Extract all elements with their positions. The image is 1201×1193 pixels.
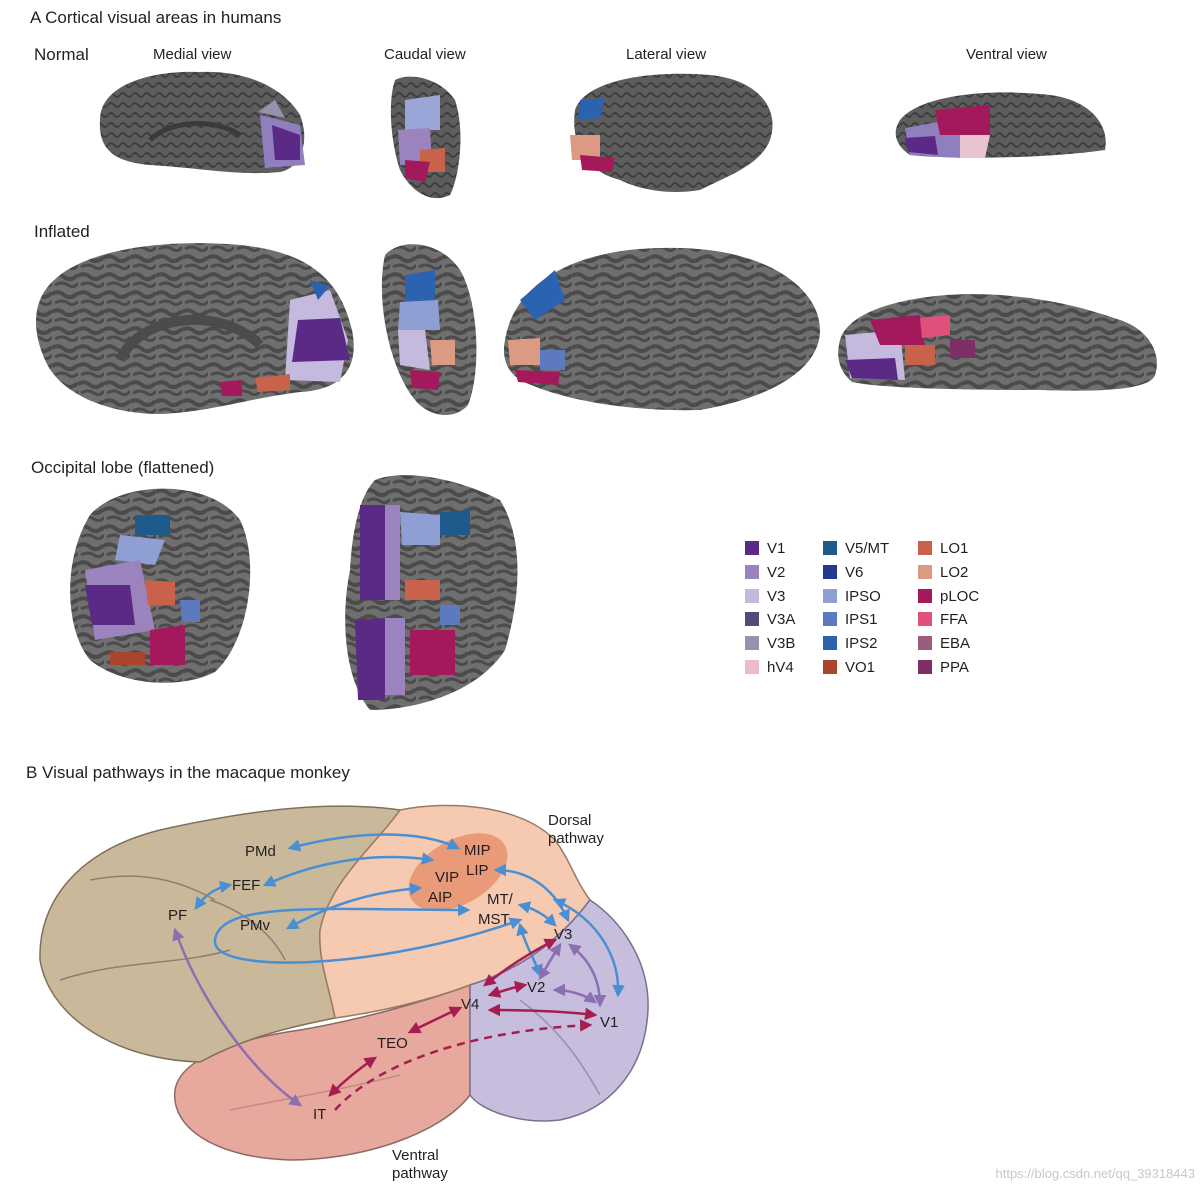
row-label-normal: Normal bbox=[34, 45, 89, 64]
legend-swatch-ipso bbox=[823, 589, 837, 603]
legend-swatch-ips1 bbox=[823, 612, 837, 626]
legend-item: hV4 bbox=[745, 657, 794, 677]
area-label-vip: VIP bbox=[435, 869, 460, 886]
view-label-lateral: Lateral view bbox=[626, 46, 707, 63]
area-label-mst: MST bbox=[478, 911, 510, 928]
brain-normal-caudal bbox=[390, 76, 461, 199]
row-label-inflated: Inflated bbox=[34, 222, 90, 241]
legend-item: IPS1 bbox=[823, 609, 878, 629]
area-label-pf: PF bbox=[168, 907, 188, 924]
legend-item: VO1 bbox=[823, 657, 875, 677]
legend-item: IPSO bbox=[823, 586, 881, 606]
legend-label: IPSO bbox=[845, 587, 881, 605]
legend-swatch-vo1 bbox=[823, 660, 837, 674]
legend-item: LO1 bbox=[918, 538, 968, 558]
legend-label: IPS2 bbox=[845, 634, 878, 652]
ventral-pathway-label-1: Ventral bbox=[392, 1147, 439, 1164]
legend-label: EBA bbox=[940, 634, 971, 652]
legend-label: V5/MT bbox=[845, 539, 890, 557]
brain-inflated-caudal bbox=[381, 244, 477, 416]
area-label-v1: V1 bbox=[600, 1014, 619, 1031]
brain-normal-ventral bbox=[895, 92, 1106, 158]
area-label-mt: MT/ bbox=[487, 891, 513, 908]
legend-swatch-v1 bbox=[745, 541, 759, 555]
panel-b-title: B Visual pathways in the macaque monkey bbox=[26, 763, 350, 782]
legend-label: LO1 bbox=[940, 539, 969, 557]
legend-item: V6 bbox=[823, 562, 863, 582]
legend-swatch-lo1 bbox=[918, 541, 932, 555]
view-label-ventral: Ventral view bbox=[966, 46, 1047, 63]
legend-item: pLOC bbox=[918, 586, 979, 606]
legend-swatch-ips2 bbox=[823, 636, 837, 650]
area-label-pmv: PMv bbox=[240, 917, 270, 934]
legend-item: FFA bbox=[918, 609, 968, 629]
legend-item: V3B bbox=[745, 633, 795, 653]
legend-swatch-hv4 bbox=[745, 660, 759, 674]
view-label-caudal: Caudal view bbox=[384, 46, 466, 63]
legend-swatch-ploc bbox=[918, 589, 932, 603]
legend-swatch-v5mt bbox=[823, 541, 837, 555]
legend-swatch-v3 bbox=[745, 589, 759, 603]
legend-label: V3B bbox=[767, 634, 796, 652]
legend-item: V5/MT bbox=[823, 538, 889, 558]
legend-item: LO2 bbox=[918, 562, 968, 582]
legend-swatch-v6 bbox=[823, 565, 837, 579]
dorsal-pathway-label-1: Dorsal bbox=[548, 812, 592, 829]
legend-label: FFA bbox=[940, 610, 968, 628]
lobe-temporal bbox=[174, 983, 471, 1161]
area-label-teo: TEO bbox=[377, 1035, 408, 1052]
panel-a-title: A Cortical visual areas in humans bbox=[30, 8, 282, 27]
legend-item: EBA bbox=[918, 633, 970, 653]
legend-label: LO2 bbox=[940, 563, 969, 581]
legend-label: VO1 bbox=[845, 658, 876, 676]
legend-item: PPA bbox=[918, 657, 969, 677]
legend-swatch-v2 bbox=[745, 565, 759, 579]
legend-item: V2 bbox=[745, 562, 785, 582]
brain-flattened-left bbox=[70, 488, 251, 683]
legend-swatch-v3b bbox=[745, 636, 759, 650]
legend-label: IPS1 bbox=[845, 610, 878, 628]
area-label-pmd: PMd bbox=[245, 843, 276, 860]
area-label-v4: V4 bbox=[461, 996, 480, 1013]
area-label-aip: AIP bbox=[428, 889, 453, 906]
area-label-mip: MIP bbox=[464, 842, 491, 859]
brain-flattened-right bbox=[345, 475, 518, 710]
row-label-flattened: Occipital lobe (flattened) bbox=[31, 458, 215, 477]
legend-item: IPS2 bbox=[823, 633, 878, 653]
legend-swatch-ppa bbox=[918, 660, 932, 674]
brain-normal-lateral bbox=[570, 73, 773, 192]
area-label-v3: V3 bbox=[554, 926, 573, 943]
panel-a-brains bbox=[35, 71, 1157, 710]
legend-label: pLOC bbox=[940, 587, 980, 605]
view-label-medial: Medial view bbox=[153, 46, 232, 63]
area-label-v2: V2 bbox=[527, 979, 546, 996]
area-label-fef: FEF bbox=[232, 877, 261, 894]
legend-item: V3 bbox=[745, 586, 785, 606]
lobe-frontal bbox=[39, 805, 402, 1063]
legend-item: V3A bbox=[745, 609, 795, 629]
legend-label: PPA bbox=[940, 658, 969, 676]
brain-inflated-ventral bbox=[838, 294, 1157, 391]
dorsal-pathway-label-2: pathway bbox=[548, 830, 604, 847]
legend-swatch-ffa bbox=[918, 612, 932, 626]
brain-inflated-lateral bbox=[503, 247, 820, 411]
ventral-pathway-label-2: pathway bbox=[392, 1165, 448, 1182]
legend-label: hV4 bbox=[767, 658, 794, 676]
legend-swatch-v3a bbox=[745, 612, 759, 626]
area-label-it: IT bbox=[313, 1106, 327, 1123]
watermark: https://blog.csdn.net/qq_39318443 bbox=[995, 1166, 1196, 1181]
legend-label: V2 bbox=[767, 563, 786, 581]
legend-label: V3 bbox=[767, 587, 786, 605]
legend-label: V3A bbox=[767, 610, 796, 628]
legend-label: V6 bbox=[845, 563, 864, 581]
legend-label: V1 bbox=[767, 539, 786, 557]
legend-swatch-lo2 bbox=[918, 565, 932, 579]
brain-normal-medial bbox=[99, 71, 305, 174]
area-label-lip: LIP bbox=[466, 862, 489, 879]
legend-item: V1 bbox=[745, 538, 785, 558]
brain-inflated-medial bbox=[35, 243, 354, 414]
legend-swatch-eba bbox=[918, 636, 932, 650]
